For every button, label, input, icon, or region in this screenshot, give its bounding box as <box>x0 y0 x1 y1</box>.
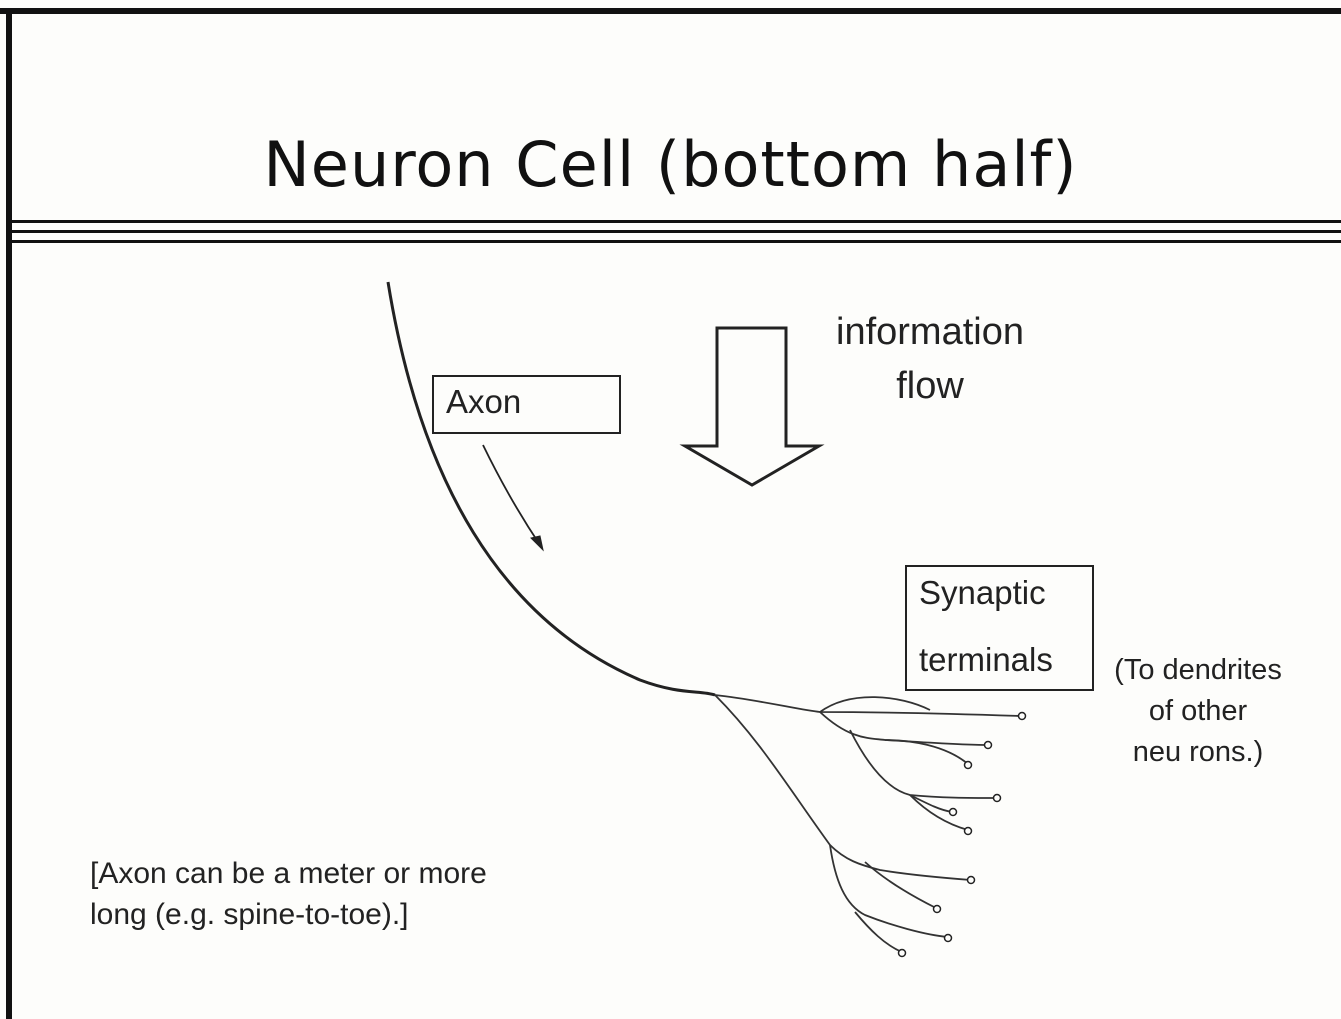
axon-pointer-line <box>483 445 540 545</box>
terminal-branch <box>850 730 997 798</box>
terminal-branch <box>715 695 971 880</box>
synaptic-terminal-branches <box>715 695 1021 952</box>
axon-length-note-line: long (e.g. spine-to-toe).] <box>90 894 590 935</box>
terminal-knobs <box>899 713 1026 957</box>
terminal-knob <box>950 809 957 816</box>
information-flow-label-line: flow <box>790 359 1070 413</box>
terminal-knob <box>965 762 972 769</box>
terminal-knob <box>965 828 972 835</box>
dendrites-note: (To dendrites of other neu rons.) <box>1093 650 1303 773</box>
dendrites-note-line: of other <box>1093 691 1303 732</box>
dendrites-note-line: (To dendrites <box>1093 650 1303 691</box>
axon-pointer-arrowhead <box>531 536 543 550</box>
terminal-knob <box>899 950 906 957</box>
terminal-branch <box>820 697 930 712</box>
axon-length-note-line: [Axon can be a meter or more <box>90 853 590 894</box>
terminal-branch <box>855 912 902 952</box>
axon-length-note: [Axon can be a meter or more long (e.g. … <box>90 853 590 935</box>
terminal-knob <box>994 795 1001 802</box>
terminal-knob <box>968 877 975 884</box>
axon-trunk <box>388 282 715 695</box>
synaptic-terminals-label-line: Synaptic <box>919 574 1046 612</box>
information-flow-label: information flow <box>790 305 1070 413</box>
terminal-knob <box>934 906 941 913</box>
terminal-branch <box>715 695 1021 716</box>
terminal-knob <box>1019 713 1026 720</box>
terminal-knob <box>985 742 992 749</box>
information-flow-label-line: information <box>790 305 1070 359</box>
synaptic-terminals-label-line: terminals <box>919 641 1053 679</box>
dendrites-note-line: neu rons.) <box>1093 732 1303 773</box>
axon-label: Axon <box>446 383 521 421</box>
terminal-knob <box>945 935 952 942</box>
